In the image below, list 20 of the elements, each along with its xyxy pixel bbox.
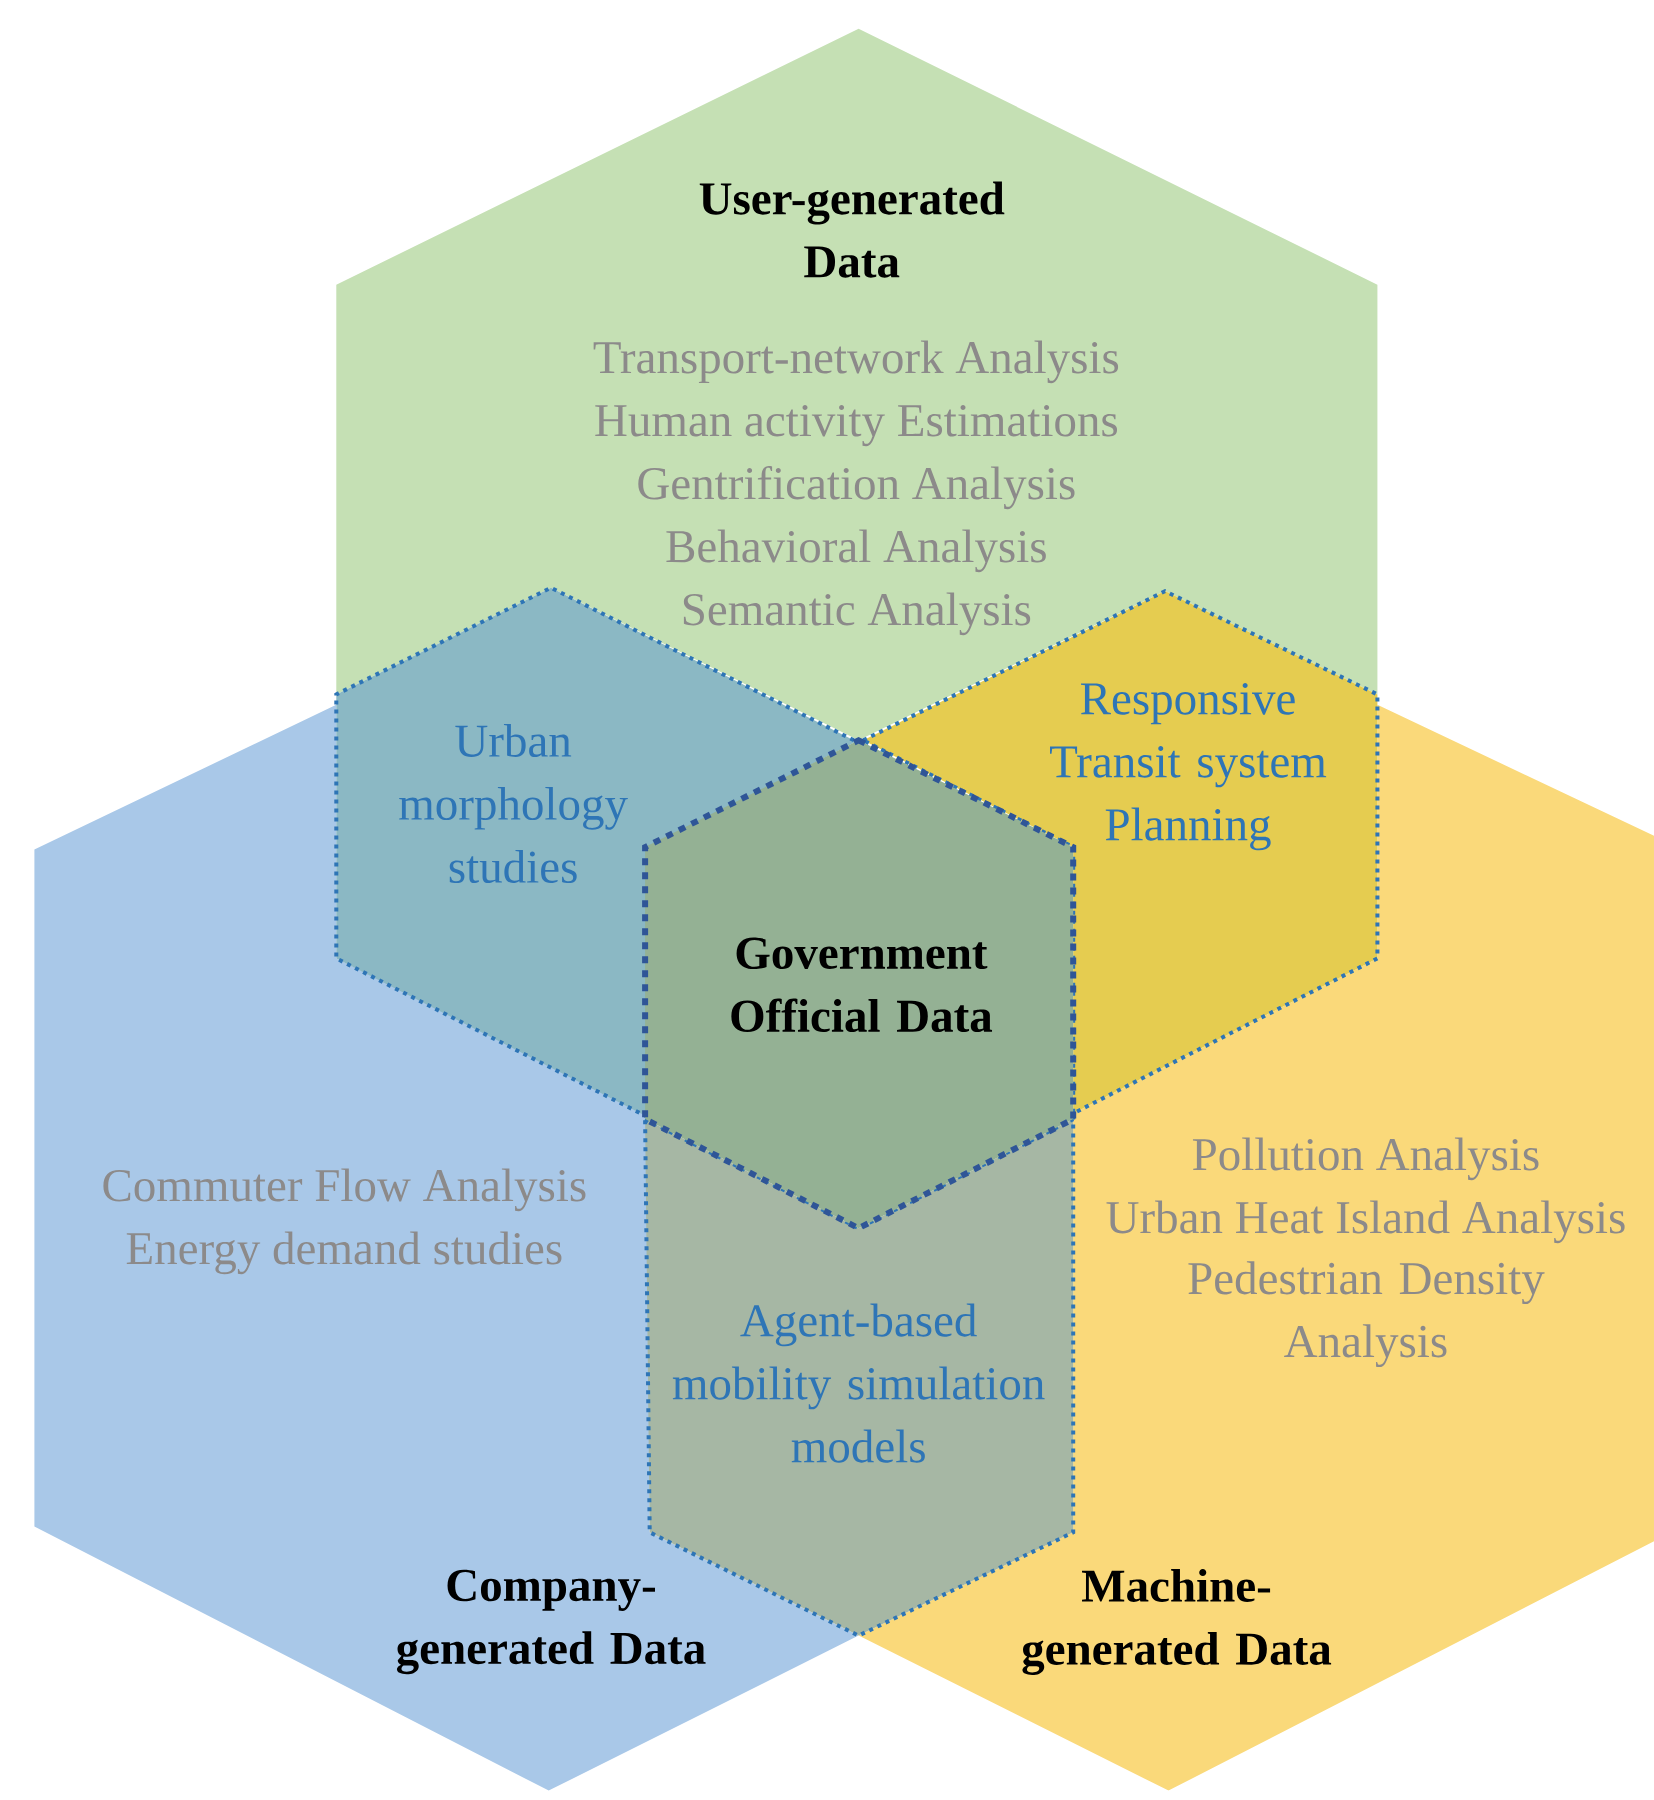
node-label: Pollution Analysis	[1192, 1137, 1539, 1181]
node-label: Urban Heat Island Analysis	[1106, 1200, 1625, 1244]
node-label: Commuter Flow Analysis	[103, 1168, 586, 1212]
hexagon-title: User-generated Data	[699, 181, 1005, 278]
node-label: Human activity Estimations	[595, 404, 1118, 447]
node-label: Semantic Analysis	[683, 592, 1031, 636]
overlap-label: Agent-based mobility simulation models	[672, 1303, 1045, 1463]
node-label: Behavioral Analysis	[666, 529, 1046, 573]
node-label: Transport-network Analysis	[593, 340, 1119, 384]
hexagon-title: Company-generated Data	[396, 1569, 706, 1675]
overlap-label: Urban morphology studies	[399, 724, 628, 884]
node-label: Energy demand studies	[126, 1231, 562, 1275]
hexagon-title: Government Official Data	[731, 937, 993, 1033]
analysis-list: Pedestrian Density Analysis	[1188, 1261, 1545, 1368]
hexagon-title: Machine-generated Data	[1022, 1568, 1332, 1675]
analysis-list: Commuter Flow Analysis Energy demand studies	[103, 1168, 586, 1275]
node-label: Gentrification Analysis	[638, 465, 1075, 510]
overlap-label: Responsive Transit system Planning	[1050, 683, 1327, 851]
analysis-list: Transport-network Analysis Human activity Estimations Gentrification Analysis Behavioral Analysis Semantic Analysis	[593, 340, 1119, 636]
analysis-list: Pollution Analysis Urban Heat Island Analysis	[1106, 1137, 1625, 1244]
